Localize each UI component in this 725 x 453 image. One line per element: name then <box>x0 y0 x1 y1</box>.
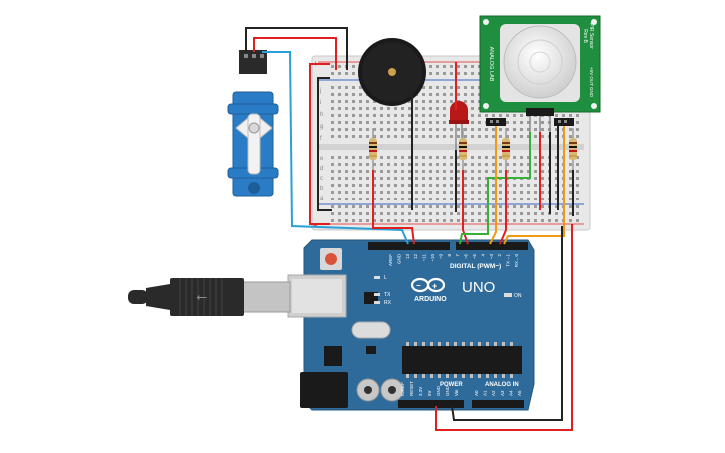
tx-label: TX <box>384 292 391 298</box>
pin-label: 5V <box>427 390 432 396</box>
wire-black <box>317 77 332 211</box>
row-letter: c <box>320 176 323 182</box>
row-letter: d <box>320 166 323 172</box>
arduino-infinity-logo: − + <box>410 277 446 293</box>
pin-label: ~10 <box>430 254 435 262</box>
pir-dome <box>503 25 577 99</box>
pin-label: 3.3V <box>418 387 423 396</box>
pin-label: ~9 <box>438 254 443 260</box>
svg-text:−: − <box>416 281 421 290</box>
pir-right-label-2: Rev B <box>582 29 588 43</box>
pin-header <box>486 118 574 126</box>
pir-sensor: ANALOG LAB PIR Sensor Rev B +5V OUT GND <box>479 15 601 132</box>
row-letter: e <box>320 156 324 162</box>
wire-green <box>459 132 531 245</box>
wire-red <box>253 37 337 70</box>
wire-red <box>309 63 330 225</box>
pin-label: 4 <box>480 254 485 257</box>
pin-label: 12 <box>413 254 418 260</box>
l-led-label: L <box>384 275 387 281</box>
pin-label: 7 <box>455 254 460 257</box>
digital-header-right <box>456 242 528 250</box>
pin-label: A2 <box>491 390 496 396</box>
wires <box>245 27 574 431</box>
pin-label: GND <box>436 385 441 396</box>
pir-left-label: ANALOG LAB <box>488 47 494 82</box>
pin-label: RX←0 <box>514 254 519 268</box>
resistor <box>569 128 577 170</box>
wire-red <box>372 170 415 245</box>
digital-header-left <box>368 242 450 250</box>
wire-red <box>462 170 469 245</box>
pin-label: 2 <box>497 254 502 257</box>
pin-label: A5 <box>517 390 522 396</box>
pin-label: Vin <box>454 389 459 396</box>
rx-label: RX <box>384 300 392 306</box>
pin-label: IOREF <box>400 382 405 396</box>
row-letter: h <box>320 112 323 118</box>
pin-label: ~11 <box>422 254 427 262</box>
row-letter: g <box>320 124 323 130</box>
wire-orange <box>489 126 497 245</box>
pin-label: ~5 <box>472 254 477 260</box>
row-letter: b <box>320 186 324 192</box>
pin-label: 8 <box>447 254 452 257</box>
power-header <box>398 400 464 408</box>
resistor <box>502 128 510 170</box>
servo-motor <box>227 50 279 197</box>
pin-label: A0 <box>474 390 479 396</box>
power-label: POWER <box>440 382 463 388</box>
pir-right-label-1: PIR Sensor <box>588 23 594 49</box>
red-led <box>449 101 469 150</box>
on-label: ON <box>514 293 522 299</box>
resistor <box>459 128 467 170</box>
pin-label: ~6 <box>464 254 469 260</box>
pin-label: TX→1 <box>506 254 511 267</box>
pin-label: A1 <box>483 390 488 396</box>
pin-label: A3 <box>500 390 505 396</box>
row-letter: f <box>320 136 322 142</box>
pin-label: AREF <box>388 254 393 266</box>
pin-label: A4 <box>508 390 513 396</box>
pir-right-label-3: +5V OUT GND <box>589 67 594 98</box>
digital-label: DIGITAL (PWM~) <box>450 263 501 270</box>
arduino-brand: ARDUINO <box>414 296 447 303</box>
pin-label: RESET <box>409 381 414 396</box>
row-letter: j <box>319 88 321 94</box>
piezo-buzzer <box>358 38 426 106</box>
wire-red <box>499 170 507 245</box>
arduino-uno-board: − + ARDUINO UNO DIGITAL (PWM~) POWER ANA… <box>287 239 535 411</box>
wire-orange <box>503 126 565 245</box>
wire-black <box>451 226 563 421</box>
rail-plus-symbol: + <box>313 221 318 230</box>
pin-label: ~3 <box>489 254 494 260</box>
wire-red <box>435 224 573 431</box>
wire-blue <box>262 51 409 245</box>
pin-label: 13 <box>405 254 410 260</box>
svg-text:+: + <box>432 281 437 291</box>
wire-black <box>245 27 348 70</box>
row-letter: i <box>320 100 321 106</box>
analog-header <box>472 400 524 408</box>
analog-label: ANALOG IN <box>485 382 519 388</box>
resistor <box>369 128 377 170</box>
pin-label: GND <box>445 385 450 396</box>
row-letter: a <box>320 196 324 202</box>
pin-label: GND <box>396 253 401 264</box>
usb-cable: ⭠ <box>128 278 291 316</box>
usb-icon: ⭠ <box>196 288 207 304</box>
arduino-model: UNO <box>462 279 495 296</box>
